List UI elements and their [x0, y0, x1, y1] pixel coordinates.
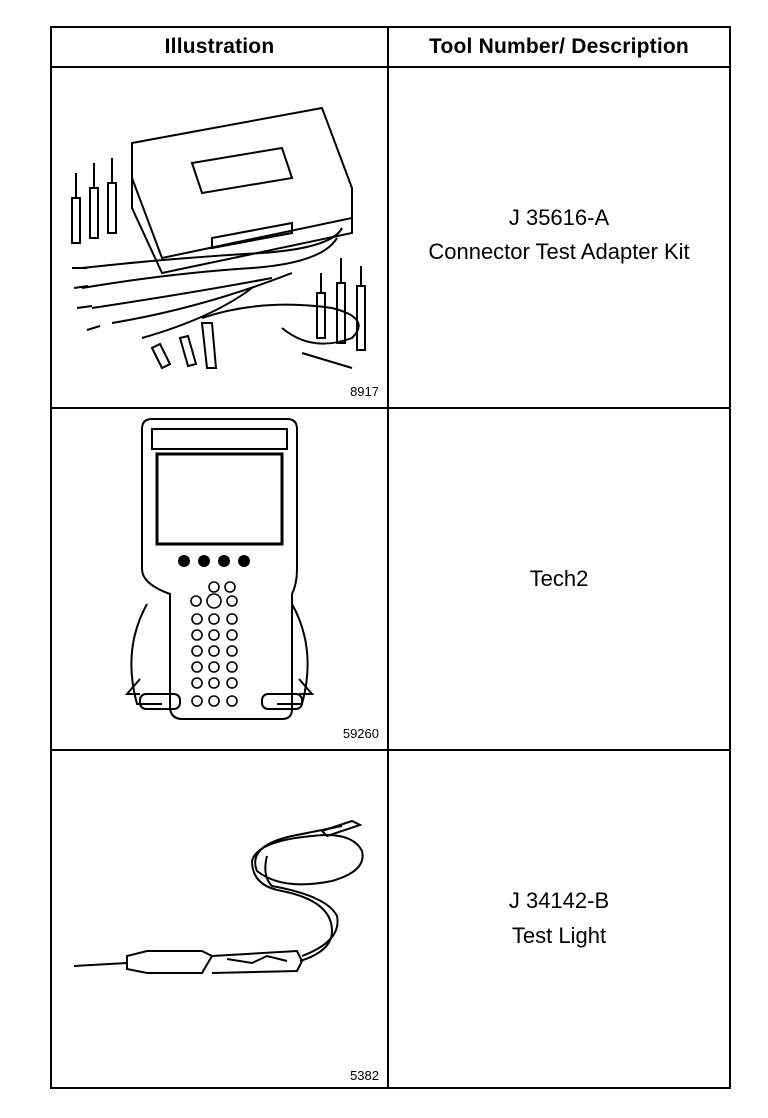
tech2-drawing [124, 418, 315, 720]
row-3-tool-number: J 34142-B [508, 888, 610, 913]
header-tool-description: Tool Number/ Description [429, 35, 689, 58]
column-divider [387, 28, 389, 1087]
test-light-drawing [73, 819, 364, 974]
row-1-illustration: 8917 [52, 68, 387, 407]
header-divider [52, 66, 729, 68]
header-illustration: Illustration [164, 35, 275, 58]
row-2-illustration: 59260 [52, 409, 387, 749]
figure-number: 59260 [342, 726, 379, 741]
row-2-description: Tech2 [529, 566, 589, 591]
figure-number: 8917 [350, 384, 379, 399]
figure-number: 5382 [350, 1068, 379, 1083]
row-divider-2 [52, 749, 729, 751]
tools-table: Illustration Tool Number/ Description [50, 26, 731, 1089]
row-3-illustration: 5382 [52, 751, 387, 1089]
adapter-kit-drawing [71, 106, 366, 370]
row-1-description: Connector Test Adapter Kit [428, 239, 690, 264]
row-1-tool-number: J 35616-A [508, 205, 610, 230]
row-divider-1 [52, 407, 729, 409]
row-3-description: Test Light [511, 923, 607, 948]
